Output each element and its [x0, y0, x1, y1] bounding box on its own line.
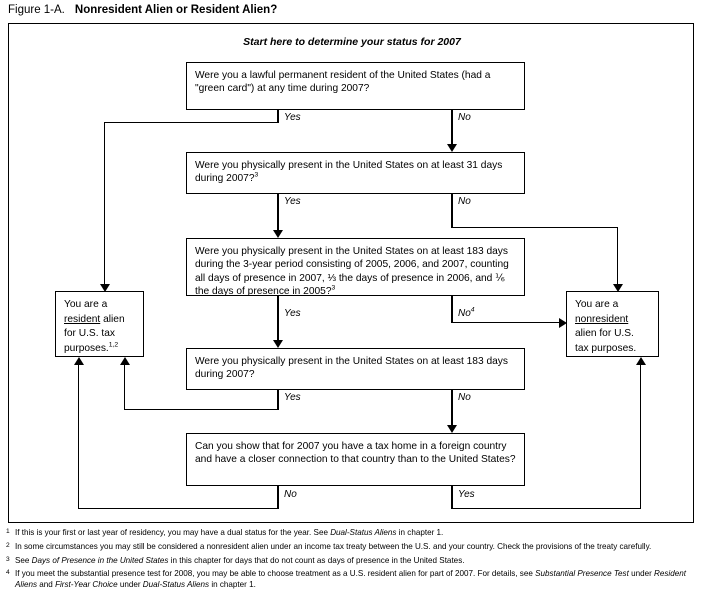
result-nonresident-line1: You are a	[575, 299, 619, 310]
footnote-reference-title: Dual-Status Aliens	[142, 579, 210, 589]
footnote-item: 1 If this is your first or last year of r…	[6, 528, 700, 539]
figure-label: Figure 1-A.	[8, 4, 65, 16]
decision-box-183-days-text: Were you physically present in the Unite…	[195, 356, 508, 381]
branch-label-q2-no: No	[458, 196, 471, 207]
decision-box-31-days-text: Were you physically present in the Unite…	[195, 160, 503, 185]
decision-box-closer-connection[interactable]: Can you show that for 2007 you have a ta…	[186, 433, 525, 486]
connector-q3-no-right	[451, 322, 564, 324]
decision-box-substantial-presence[interactable]: Were you physically present in the Unite…	[186, 238, 525, 298]
footnote-marker-resident: 1,2	[108, 341, 119, 349]
connector-q4-yes-down	[277, 390, 279, 410]
arrow-q2-yes-into-q3	[273, 230, 283, 238]
result-nonresident-line3: tax purposes.	[575, 342, 637, 354]
connector-q1-yes-to-resident	[104, 122, 106, 285]
footnote-marker-q3: 3	[331, 284, 336, 292]
footnote-reference-title: Resident Aliens	[15, 569, 686, 589]
connector-q2-no-right	[451, 227, 619, 229]
start-caption: Start here to determine your status for …	[243, 36, 461, 48]
footnote-marker: 4	[6, 569, 10, 577]
decision-box-closer-connection-text: Can you show that for 2007 you have a ta…	[195, 441, 516, 466]
connector-q3-no-down	[451, 296, 453, 323]
decision-box-green-card-text: Were you a lawful permanent resident of …	[195, 70, 491, 95]
result-resident-emphasis: resident	[64, 313, 101, 325]
arrow-q4-yes-into-resident	[119, 357, 130, 365]
footnote-reference-title: First-Year Choice	[55, 579, 118, 589]
connector-q4-yes-left	[124, 408, 278, 410]
result-box-resident-alien[interactable]: You are a resident alien for U.S. tax pu…	[55, 291, 144, 357]
footnote-item: 3 See Days of Presence in the United Stat…	[6, 556, 700, 567]
footnote-item: 4 If you meet the substantial presence te…	[6, 569, 700, 590]
branch-label-q5-no: No	[284, 489, 297, 500]
decision-box-183-days[interactable]: Were you physically present in the Unite…	[186, 348, 525, 390]
connector-q5-no-up	[78, 364, 80, 508]
result-resident-line3: for U.S. tax	[64, 328, 115, 340]
connector-q5-yes-down	[451, 486, 453, 509]
connector-q4-no-down	[451, 390, 453, 427]
branch-label-q2-yes: Yes	[284, 196, 301, 207]
footnote-text: If you meet the substantial presence tes…	[15, 569, 536, 579]
footnote-text: If this is your first or last year of re…	[15, 528, 331, 537]
decision-box-31-days[interactable]: Were you physically present in the Unite…	[186, 152, 525, 194]
result-nonresident-emphasis: nonresident	[575, 313, 629, 325]
connector-q3-yes-down	[277, 296, 279, 342]
footnote-reference-title: Dual-Status Aliens	[330, 528, 397, 537]
connector-q1-no-down	[451, 110, 453, 146]
footnote-text: in this chapter for days that do not cou…	[168, 555, 465, 565]
result-box-nonresident-alien[interactable]: You are a nonresident alien for U.S. tax…	[566, 291, 659, 357]
arrow-q5-yes-into-nonresident	[635, 357, 646, 365]
footnotes-list: 1 If this is your first or last year of r…	[6, 528, 700, 594]
connector-q5-yes-up	[640, 364, 642, 508]
footnote-text: In some circumstances you may still be c…	[15, 541, 652, 551]
arrow-q3-no-into-nonresident	[559, 318, 567, 328]
connector-q2-no-down	[451, 194, 453, 228]
result-resident-line1: You are a	[64, 299, 108, 310]
branch-label-q3-yes: Yes	[284, 308, 301, 319]
arrow-q3-yes-into-q4	[273, 340, 283, 348]
arrow-q5-no-into-resident	[73, 357, 84, 365]
result-resident-line2-rest: alien	[100, 313, 125, 325]
footnote-text: in chapter 1.	[209, 579, 256, 589]
footnote-reference-title: Substantial Presence Test	[535, 569, 629, 579]
arrow-q1-yes-into-resident	[99, 284, 110, 292]
footnote-text: under	[628, 569, 655, 579]
page-title: Nonresident Alien or Resident Alien?	[74, 4, 278, 16]
connector-q4-yes-up	[124, 364, 126, 409]
footnote-marker: 2	[6, 541, 10, 549]
footnote-marker: 3	[6, 555, 10, 563]
connector-q1-yes-down	[277, 110, 279, 123]
figure-title: Figure 1-A. Nonresident Alien or Resident…	[8, 4, 277, 16]
footnote-text: See	[15, 555, 32, 565]
footnote-marker-q3-no: 4	[470, 306, 475, 314]
branch-label-q4-no: No	[458, 392, 471, 403]
footnote-marker: 1	[6, 528, 10, 535]
arrow-q1-no-into-q2	[447, 144, 457, 152]
branch-label-q4-yes: Yes	[284, 392, 301, 403]
connector-q5-yes-right	[451, 507, 642, 509]
decision-box-substantial-presence-text: Were you physically present in the Unite…	[195, 246, 509, 298]
decision-box-green-card[interactable]: Were you a lawful permanent resident of …	[186, 62, 525, 110]
footnote-text: under	[117, 579, 143, 589]
connector-q5-no-left	[78, 507, 278, 509]
connector-q5-no-down	[277, 486, 279, 509]
footnote-item: 2 In some circumstances you may still be …	[6, 542, 700, 553]
footnote-text: in chapter 1.	[396, 528, 444, 537]
footnote-text: and	[37, 579, 56, 589]
result-nonresident-line2: alien for U.S.	[575, 328, 634, 340]
branch-label-q3-no: No4	[458, 306, 475, 319]
branch-label-q3-no-text: No	[458, 308, 471, 319]
footnote-reference-title: Days of Presence in the United States	[31, 555, 169, 565]
footnote-marker-q2: 3	[254, 172, 259, 180]
connector-q2-yes-down	[277, 194, 279, 232]
connector-q2-no-to-nonresident	[617, 227, 619, 285]
branch-label-q1-no: No	[458, 112, 471, 123]
arrow-q4-no-into-q5	[447, 425, 457, 433]
branch-label-q5-yes: Yes	[458, 489, 475, 500]
branch-label-q1-yes: Yes	[284, 112, 301, 123]
arrow-q2-no-into-nonresident	[612, 284, 623, 292]
connector-q1-yes-left	[104, 122, 278, 124]
result-resident-line4: purposes.	[64, 342, 109, 354]
